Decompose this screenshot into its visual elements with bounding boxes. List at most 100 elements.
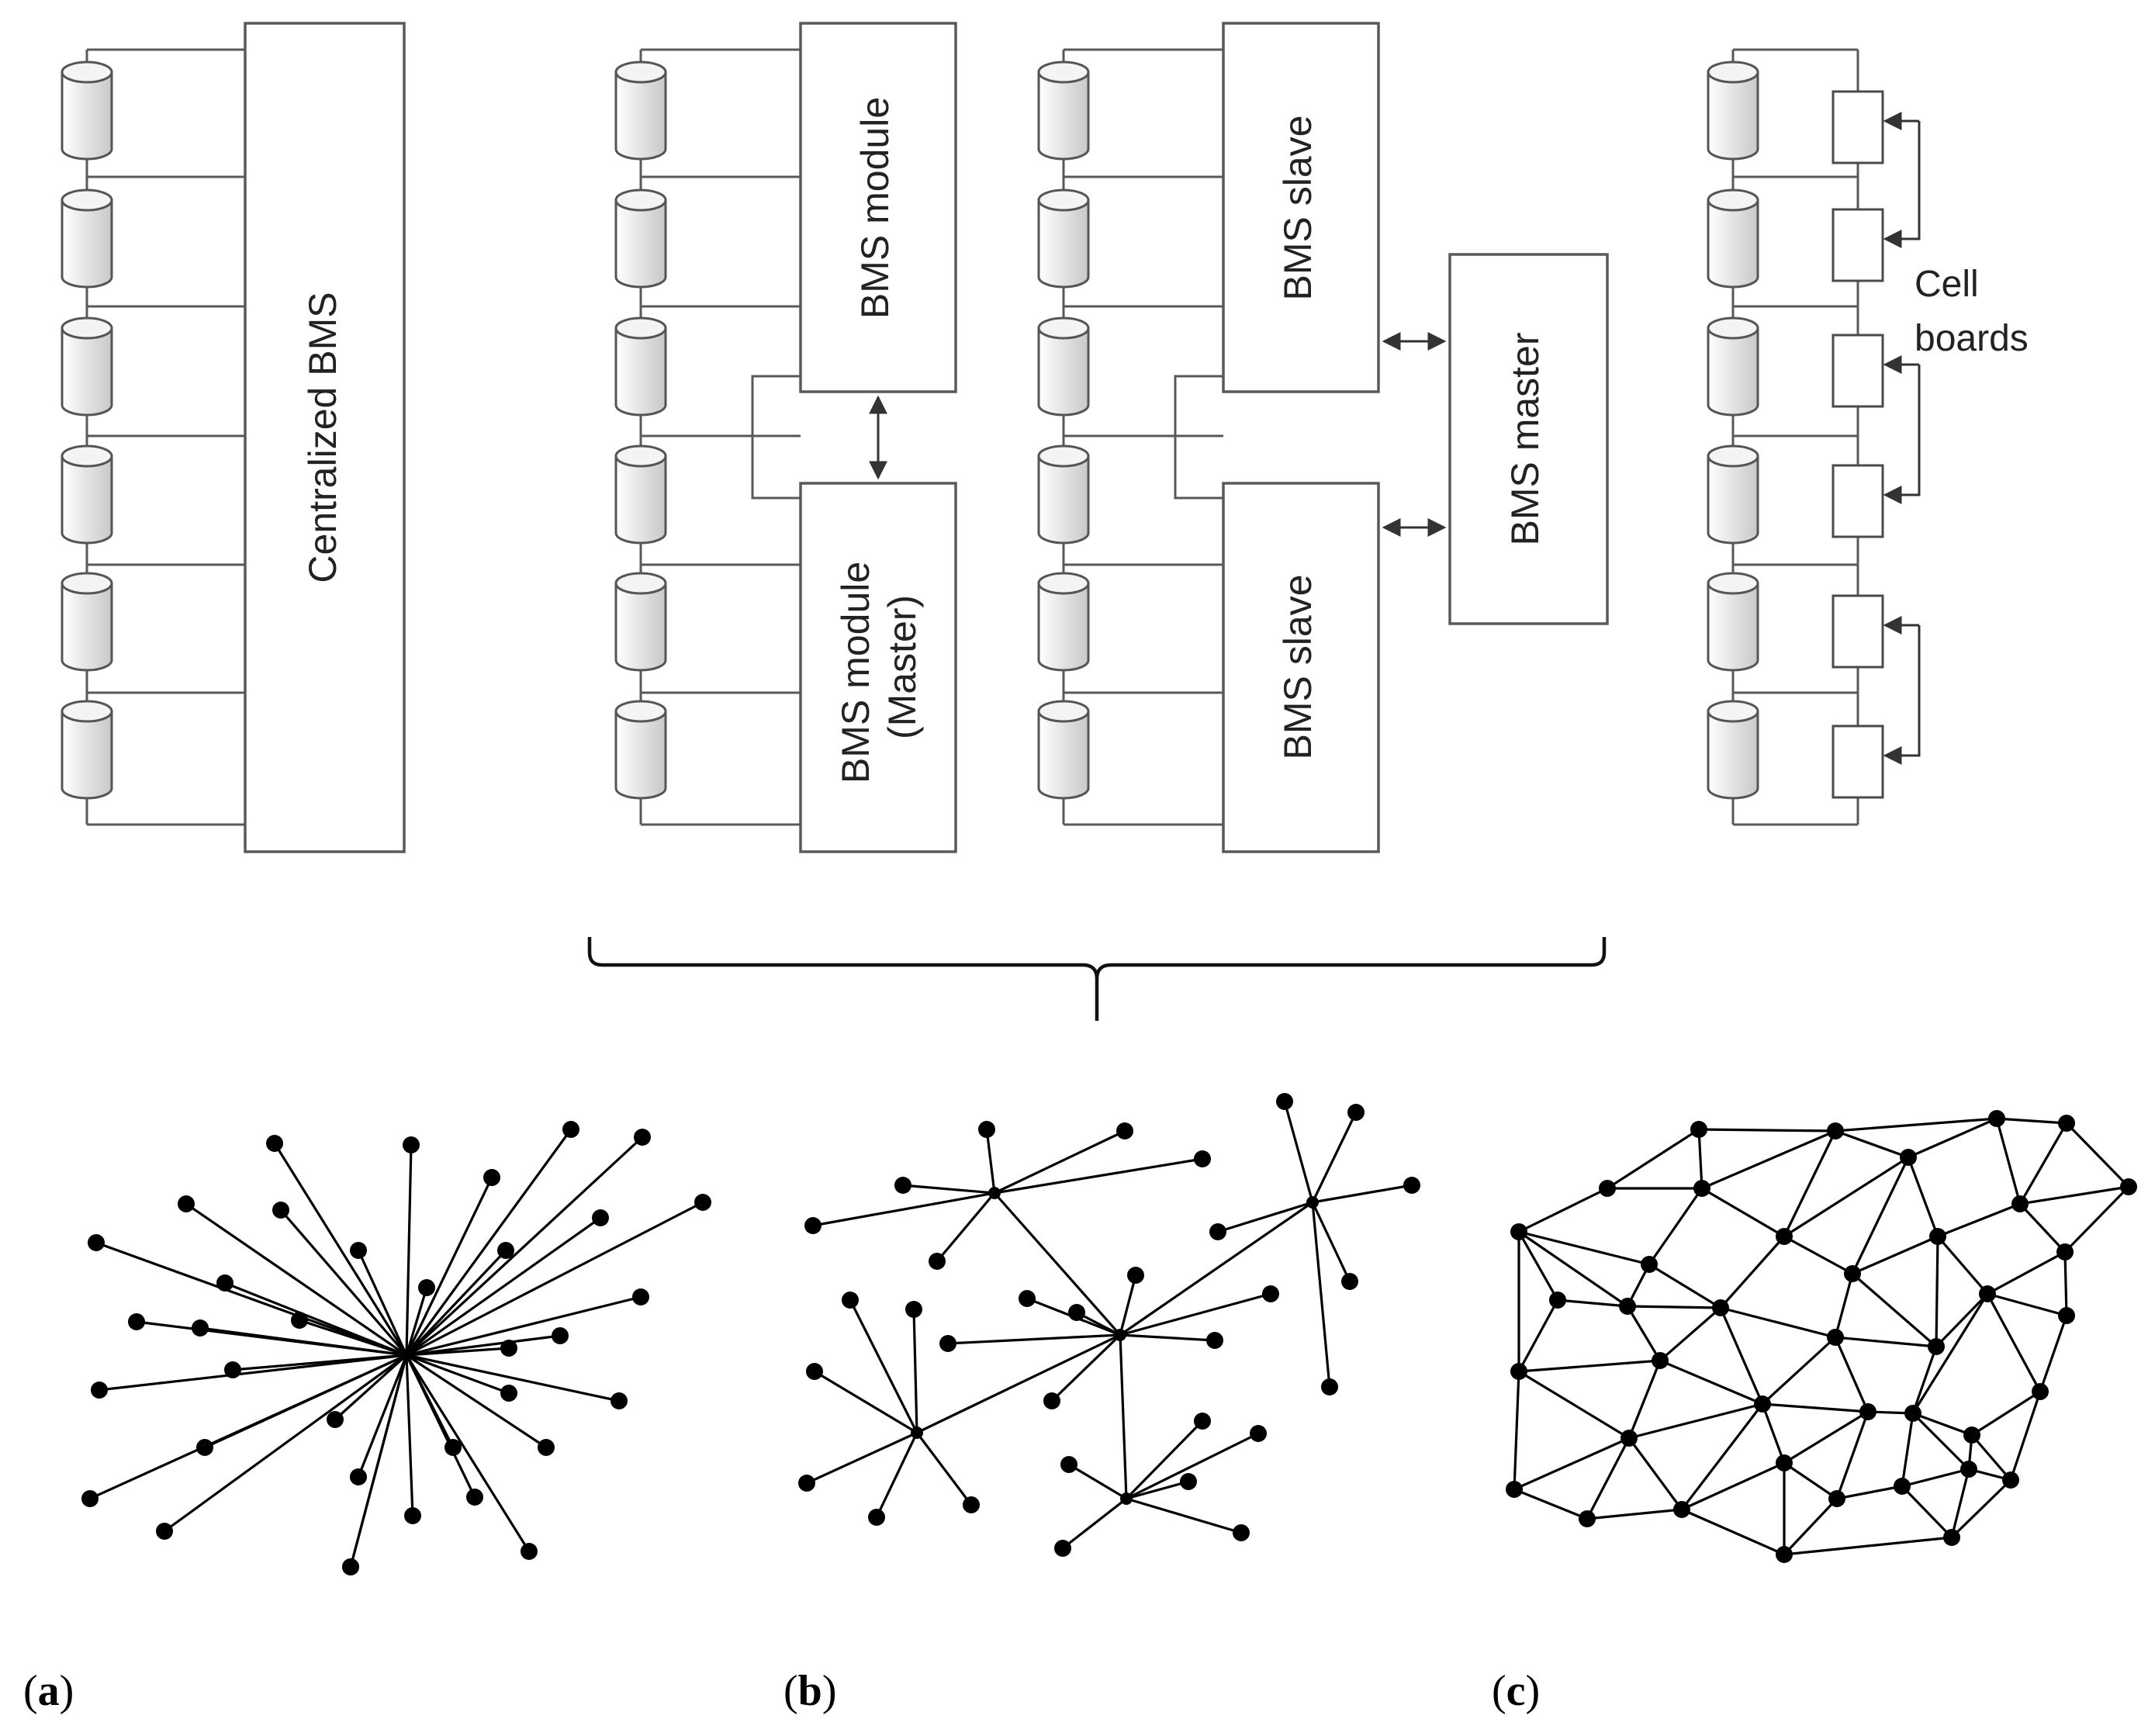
network-link [1852, 1235, 1939, 1275]
network-link [1851, 1272, 1938, 1348]
network-link [1126, 1497, 1242, 1534]
network-link [1971, 1390, 2041, 1437]
network-link [1911, 1346, 1938, 1414]
network-node [291, 1312, 308, 1329]
network-link [1518, 1359, 1661, 1373]
battery-cell-icon [61, 316, 113, 417]
bms-slave-top-box [1222, 22, 1380, 393]
cell-board-icon [1832, 90, 1884, 164]
cell-board-icon [1832, 724, 1884, 799]
network-link [1783, 1235, 1853, 1275]
network-node [403, 1136, 420, 1153]
network-node [1963, 1426, 1980, 1444]
network-link [299, 1319, 407, 1357]
network-link [2018, 1202, 2067, 1254]
battery-cell-icon [614, 572, 667, 672]
network-node [342, 1558, 359, 1575]
network-link [936, 1191, 996, 1263]
network-link [947, 1333, 1121, 1345]
network-link [1586, 1508, 1683, 1520]
network-link [1681, 1508, 1785, 1556]
network-link [406, 1216, 601, 1357]
battery-cell-icon [1037, 316, 1090, 417]
network-link [1607, 1128, 1700, 1190]
network-link [812, 1191, 995, 1227]
network-link [2063, 1251, 2068, 1316]
network-link [814, 1370, 918, 1434]
network-node [1641, 1256, 1658, 1273]
network-link [1783, 1130, 1837, 1237]
network-link [902, 1184, 995, 1195]
network-node [1928, 1338, 1945, 1355]
bms-slave-bottom-label: BMS slave [1276, 575, 1320, 760]
network-link [1697, 1129, 1704, 1189]
network-node [2056, 1243, 2074, 1261]
network-node [963, 1496, 980, 1513]
network-node [91, 1382, 108, 1399]
network-node [196, 1439, 213, 1456]
network-node [1988, 1110, 2005, 1127]
network-node [1844, 1265, 1861, 1282]
network-node [1673, 1501, 1690, 1518]
network-node [483, 1169, 500, 1186]
network-node [1776, 1546, 1793, 1563]
network-link [185, 1202, 407, 1357]
network-node [2002, 1471, 2019, 1489]
network-link [1513, 1488, 1588, 1520]
bridge-wire [1174, 375, 1223, 436]
network-link [334, 1354, 408, 1421]
cell-board-icon [1832, 594, 1884, 669]
network-node [1929, 1228, 1946, 1245]
bms-master-box [1448, 253, 1609, 625]
network-node [1250, 1425, 1267, 1442]
network-node [192, 1319, 209, 1337]
network-link [1518, 1370, 1630, 1440]
network-link [1911, 1412, 1970, 1471]
network-link [2009, 1391, 2042, 1481]
cell-stack [61, 48, 245, 826]
hub-node [1120, 1492, 1133, 1505]
network-link [405, 1249, 507, 1357]
network-node [1068, 1304, 1085, 1321]
battery-cell-icon [61, 572, 113, 672]
bms-module-master-box [799, 482, 957, 853]
network-link [406, 1295, 642, 1357]
centralized-bms-box [244, 22, 406, 853]
network-link [916, 1333, 1121, 1434]
network-link [1050, 1333, 1122, 1402]
cell-board-icon [1832, 464, 1884, 538]
network-node [81, 1490, 99, 1507]
network-node [1127, 1267, 1144, 1284]
network-link [1628, 1402, 1763, 1440]
network-node [88, 1234, 105, 1251]
network-node [1904, 1405, 1921, 1422]
battery-cell-icon [61, 444, 113, 545]
network-node [552, 1327, 569, 1344]
network-link [1851, 1157, 1910, 1274]
network-link [1719, 1235, 1786, 1309]
network-node [842, 1292, 859, 1309]
network-link [2039, 1315, 2068, 1392]
network-link [1518, 1230, 1628, 1308]
network-node [350, 1468, 367, 1485]
network-node [1776, 1454, 1793, 1471]
network-link [1835, 1336, 1937, 1348]
network-link [99, 1354, 407, 1392]
subfigure-label-a: (a) [23, 1667, 74, 1715]
cell-stack [1707, 48, 1858, 826]
network-node [1712, 1299, 1729, 1316]
network-link [279, 1209, 408, 1357]
network-node [1621, 1430, 1638, 1447]
network-link [406, 1201, 704, 1357]
network-node [2032, 1383, 2049, 1400]
network-node [1599, 1180, 1616, 1197]
network-link [1835, 1411, 1870, 1499]
grouping-brace [587, 937, 1607, 1021]
network-link [1950, 1478, 2012, 1539]
battery-cell-icon [1707, 61, 1759, 161]
centralized-bms-label: Centralized BMS [301, 292, 344, 583]
network-node [404, 1507, 421, 1524]
network-link [912, 1309, 918, 1433]
network-link [405, 1177, 493, 1356]
